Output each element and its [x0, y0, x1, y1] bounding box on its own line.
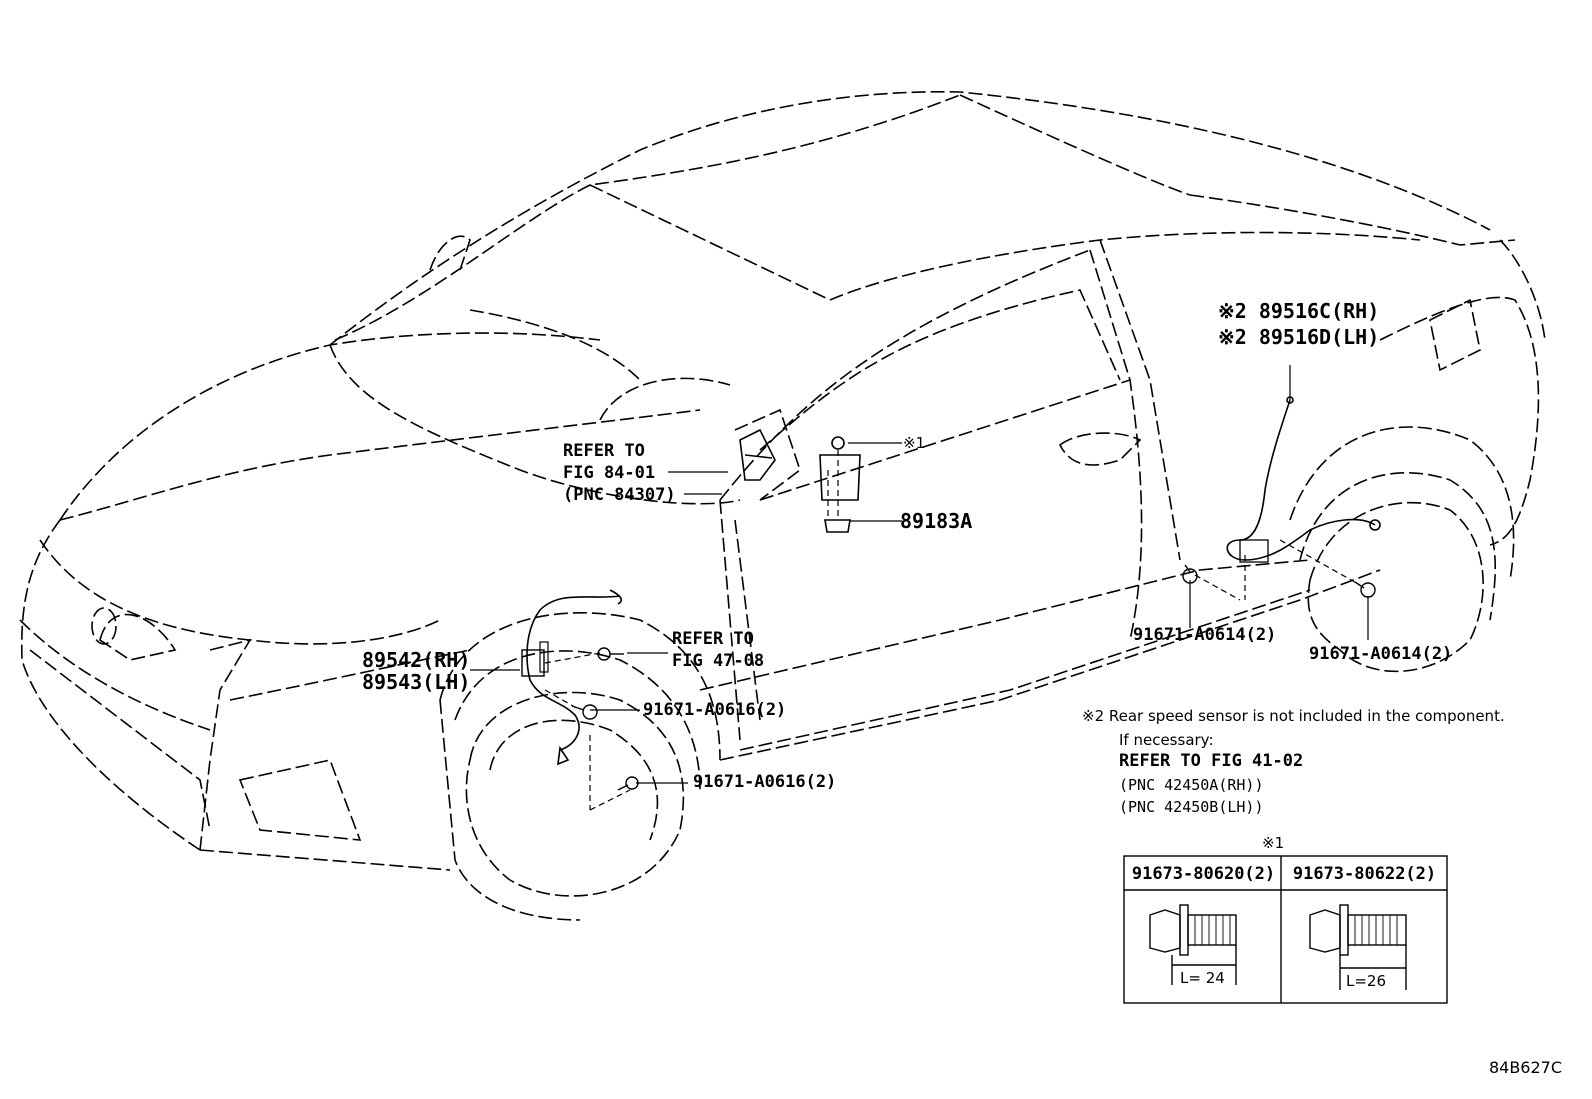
note-line-5: (PNC 42450B(LH)) — [1119, 798, 1264, 816]
refer-fig-47-08-line2: FIG 47-08 — [672, 651, 765, 671]
rear-sensor-rh-label: ※2 89516C(RH) — [1218, 299, 1380, 323]
bolt-a0614-left-label: 91671-A0614(2) — [1133, 625, 1277, 645]
refer-fig-84-01-line2: FIG 84-01 — [563, 463, 656, 483]
mark-1-callout: ※1 — [903, 434, 926, 452]
refer-fig-84-01-line3: (PNC 84307) — [563, 485, 676, 505]
bolt-a0616-lower-label: 91671-A0616(2) — [693, 772, 837, 792]
bolt-table-col2-length: L=26 — [1346, 972, 1387, 990]
bolt-table-col2-part: 91673-80622(2) — [1292, 864, 1437, 884]
note-line-1: ※2 Rear speed sensor is not included in … — [1082, 707, 1505, 725]
figure-id: 84B627C — [1488, 1058, 1562, 1077]
bolt-table-col1-part: 91673-80620(2) — [1131, 864, 1276, 884]
note-line-2: If necessary: — [1119, 731, 1214, 749]
part-89183A-label: 89183A — [900, 509, 973, 533]
bolt-table-col1-length: L= 24 — [1180, 969, 1225, 987]
bolt-a0614-right-label: 91671-A0614(2) — [1309, 644, 1453, 664]
bolt-a0616-upper-label: 91671-A0616(2) — [643, 700, 787, 720]
note-line-4: (PNC 42450A(RH)) — [1119, 776, 1264, 794]
rear-sensor-lh-label: ※2 89516D(LH) — [1218, 325, 1380, 349]
front-sensor-rh-label: 89542(RH) — [362, 648, 471, 672]
note-line-3: REFER TO FIG 41-02 — [1119, 751, 1304, 771]
refer-fig-84-01-line1: REFER TO — [563, 441, 645, 461]
bolt-table-caption: ※1 — [1262, 834, 1285, 852]
front-sensor-lh-label: 89543(LH) — [362, 670, 471, 694]
refer-fig-47-08-line1: REFER TO — [672, 629, 754, 649]
